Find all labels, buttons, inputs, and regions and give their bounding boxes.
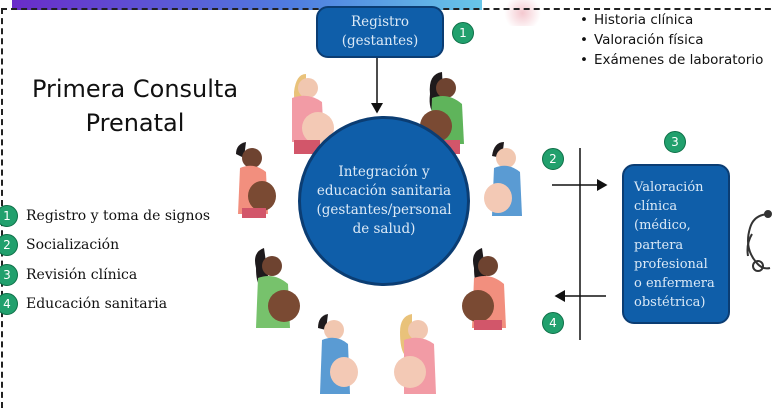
pregnant-woman-icon	[318, 314, 358, 394]
pregnant-woman-icon	[484, 142, 522, 216]
center-line: (gestantes/personal	[316, 202, 452, 218]
legend-item: 1 Registro y toma de signos	[0, 201, 210, 231]
pregnant-woman-icon	[420, 72, 464, 154]
registro-line: Registro	[350, 14, 410, 30]
center-circle-node: Integración y educación sanitaria (gesta…	[298, 116, 470, 286]
diagram-graphics	[236, 58, 772, 394]
legend-badge: 3	[0, 263, 18, 286]
arrow-badge-left: 4	[542, 312, 564, 334]
checklist: Historia clínica Valoración física Exáme…	[580, 10, 763, 70]
stethoscope-icon	[746, 210, 772, 272]
checklist-item: Valoración física	[580, 30, 763, 50]
registro-node: Registro (gestantes)	[316, 6, 444, 58]
registro-line: (gestantes)	[341, 33, 419, 49]
legend-badge: 4	[0, 293, 18, 316]
legend-badge: 2	[0, 234, 18, 257]
valoracion-node: Valoración clínica (médico, partera prof…	[622, 164, 730, 324]
legend-label: Educación sanitaria	[26, 296, 168, 313]
legend-label: Revisión clínica	[26, 266, 138, 283]
arrow-badge-right: 2	[542, 148, 564, 170]
valoracion-line: profesional	[634, 256, 708, 272]
checklist-item: Historia clínica	[580, 10, 763, 30]
legend: 1 Registro y toma de signos 2 Socializac…	[0, 201, 210, 319]
center-line: educación sanitaria	[316, 183, 452, 199]
decorative-blob	[500, 0, 545, 26]
legend-badge: 1	[0, 204, 18, 227]
legend-item: 2 Socialización	[0, 231, 210, 261]
registro-badge: 1	[452, 22, 474, 44]
pregnant-woman-icon	[394, 314, 436, 394]
pregnant-woman-icon	[236, 142, 276, 218]
title-line-1: Primera Consulta	[31, 75, 239, 103]
center-line: de salud)	[352, 221, 416, 237]
title-line-2: Prenatal	[85, 109, 185, 137]
pregnant-woman-icon	[255, 248, 300, 328]
valoracion-badge: 3	[664, 131, 686, 153]
legend-label: Socialización	[26, 237, 120, 254]
valoracion-line: Valoración	[634, 180, 704, 195]
valoracion-line: partera	[634, 237, 684, 253]
top-gradient-bar	[12, 0, 482, 10]
legend-item: 4 Educación sanitaria	[0, 290, 210, 320]
valoracion-line: clínica	[634, 199, 678, 215]
pregnant-woman-icon	[462, 248, 506, 330]
page-title: Primera Consulta Prenatal	[20, 72, 250, 140]
legend-label: Registro y toma de signos	[26, 207, 211, 224]
valoracion-line: obstétrica)	[634, 295, 706, 311]
center-line: Integración y	[338, 164, 430, 180]
legend-item: 3 Revisión clínica	[0, 260, 210, 290]
checklist-item: Exámenes de laboratorio	[580, 50, 763, 70]
valoracion-line: (médico,	[634, 218, 691, 234]
valoracion-line: o enfermera	[634, 276, 715, 292]
